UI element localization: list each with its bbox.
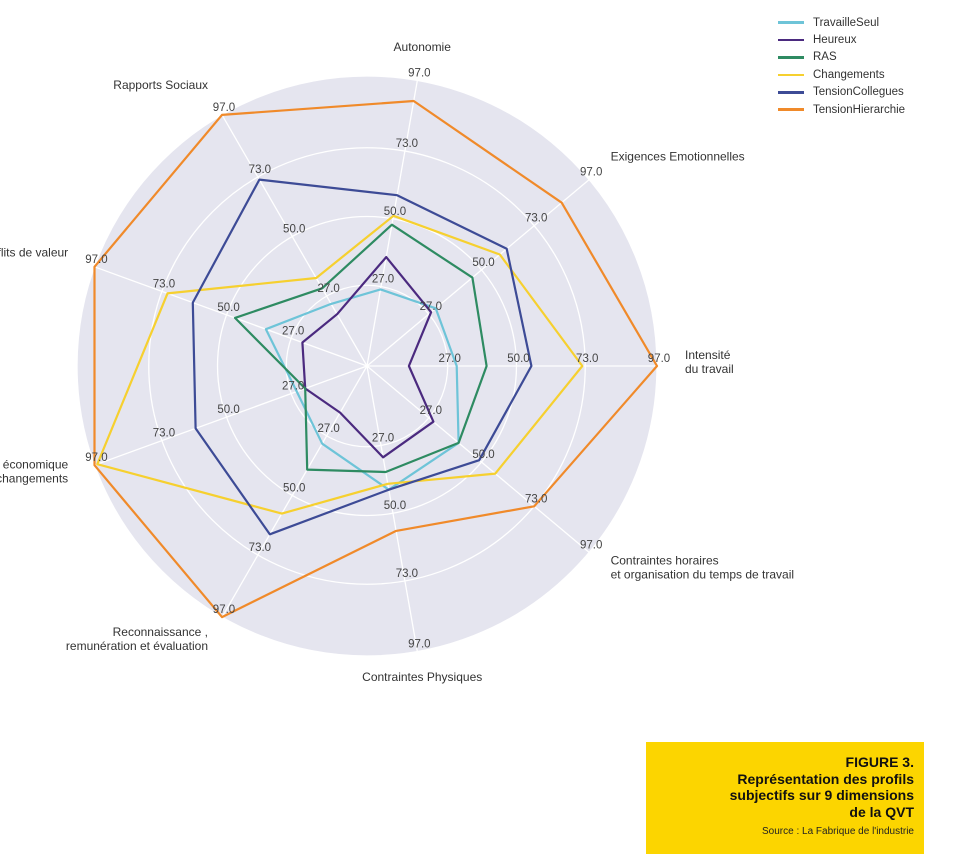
caption-line-3: de la QVT	[849, 803, 914, 820]
caption-line-1: Représentation des profils	[737, 770, 914, 787]
tick-label-axis6-3: 97.0	[213, 604, 235, 616]
radial-tick-labels: 27.0 50.0 73.0 97.0 27.0 50.0 73.0 97.0 27.0 50.0…	[85, 67, 670, 650]
tick-label-axis0-1: 50.0	[507, 353, 529, 365]
series-RAS	[233, 223, 488, 474]
legend-item-TravailleSeul: TravailleSeul	[778, 14, 905, 31]
grid-spoke-1	[366, 179, 590, 367]
tick-label-axis8-2: 73.0	[525, 493, 547, 505]
legend-swatch	[778, 73, 804, 77]
series-TravailleSeul	[264, 288, 460, 491]
radar-series	[93, 99, 659, 619]
radar-grid	[76, 75, 658, 657]
grid-spoke-8	[366, 365, 590, 553]
tick-label-axis3-2: 73.0	[249, 164, 271, 176]
tick-label-axis7-2: 73.0	[396, 568, 418, 580]
tick-label-axis1-0: 27.0	[420, 301, 442, 313]
series-Heureux	[301, 256, 435, 459]
tick-label-axis7-1: 50.0	[384, 500, 406, 512]
caption-source: Source : La Fabrique de l'industrie	[762, 826, 914, 837]
figure-caption: FIGURE 3. Représentation des profils sub…	[646, 742, 924, 854]
tick-label-axis4-1: 50.0	[217, 302, 239, 314]
legend-swatch	[778, 91, 804, 94]
tick-label-axis2-0: 27.0	[372, 274, 394, 286]
tick-label-axis3-1: 50.0	[283, 224, 305, 236]
tick-label-axis6-1: 50.0	[283, 482, 305, 494]
legend-swatch	[778, 56, 804, 59]
axis-label-4: Conflits de valeur	[0, 246, 68, 260]
tick-label-axis5-2: 73.0	[153, 428, 175, 440]
tick-label-axis6-2: 73.0	[249, 542, 271, 554]
legend-item-TensionHierarchie: TensionHierarchie	[778, 101, 905, 118]
axis-label-5: Insécurité économiqueet ses changements	[0, 457, 68, 485]
tick-label-axis5-3: 97.0	[85, 452, 107, 464]
axis-label-2: Autonomie	[394, 40, 452, 54]
series-TensionCollegues	[191, 178, 533, 536]
series-Changements	[96, 214, 584, 515]
tick-label-axis0-3: 97.0	[648, 353, 670, 365]
tick-label-axis7-3: 97.0	[408, 639, 430, 651]
legend-label: TensionHierarchie	[813, 103, 906, 116]
tick-label-axis4-3: 97.0	[85, 254, 107, 266]
grid-spoke-5	[94, 365, 368, 466]
legend-label: Changements	[813, 68, 885, 81]
tick-label-axis2-1: 50.0	[384, 206, 406, 218]
grid-spoke-7	[366, 365, 418, 652]
caption-line-2: subjectifs sur 9 dimensions	[729, 787, 914, 803]
tick-label-axis5-1: 50.0	[217, 404, 239, 416]
grid-spoke-6	[221, 365, 368, 618]
tick-label-axis4-2: 73.0	[153, 278, 175, 290]
legend-label: TensionCollegues	[813, 86, 904, 99]
axis-label-3: Rapports Sociaux	[113, 78, 208, 92]
tick-label-axis7-0: 27.0	[372, 432, 394, 444]
tick-label-axis2-3: 97.0	[408, 67, 430, 79]
tick-label-axis8-0: 27.0	[420, 405, 442, 417]
tick-label-axis8-1: 50.0	[472, 449, 494, 461]
legend-swatch	[778, 38, 804, 42]
legend-label: TravailleSeul	[813, 16, 880, 29]
tick-label-axis4-0: 27.0	[282, 325, 304, 337]
legend-item-Changements: Changements	[778, 66, 905, 83]
tick-label-axis3-3: 97.0	[213, 102, 235, 114]
series-TensionHierarchie	[93, 99, 659, 619]
legend-swatch	[778, 21, 804, 24]
legend-item-Heureux: Heureux	[778, 31, 905, 48]
axis-label-1: Exigences Emotionnelles	[611, 149, 745, 163]
caption-title: FIGURE 3.	[845, 754, 914, 770]
tick-label-axis6-0: 27.0	[317, 423, 339, 435]
legend-swatch	[778, 108, 804, 111]
axis-label-7: Contraintes Physiques	[362, 670, 482, 684]
tick-label-axis0-0: 27.0	[439, 353, 461, 365]
grid-spoke-2	[366, 80, 418, 367]
tick-label-axis2-2: 73.0	[396, 138, 418, 150]
legend-label: Heureux	[813, 34, 857, 47]
tick-label-axis5-0: 27.0	[282, 381, 304, 393]
legend-item-TensionCollegues: TensionCollegues	[778, 84, 905, 101]
grid-spoke-4	[94, 266, 368, 367]
tick-label-axis1-2: 73.0	[525, 213, 547, 225]
tick-label-axis3-0: 27.0	[317, 283, 339, 295]
grid-spoke-3	[221, 114, 368, 367]
axis-label-6: Reconnaissance ,remunération et évaluati…	[66, 625, 208, 653]
tick-label-axis8-3: 97.0	[580, 539, 602, 551]
legend-item-RAS: RAS	[778, 49, 905, 66]
tick-label-axis0-2: 73.0	[576, 353, 598, 365]
tick-label-axis1-1: 50.0	[472, 257, 494, 269]
tick-label-axis1-3: 97.0	[580, 167, 602, 179]
legend-label: RAS	[813, 51, 837, 64]
